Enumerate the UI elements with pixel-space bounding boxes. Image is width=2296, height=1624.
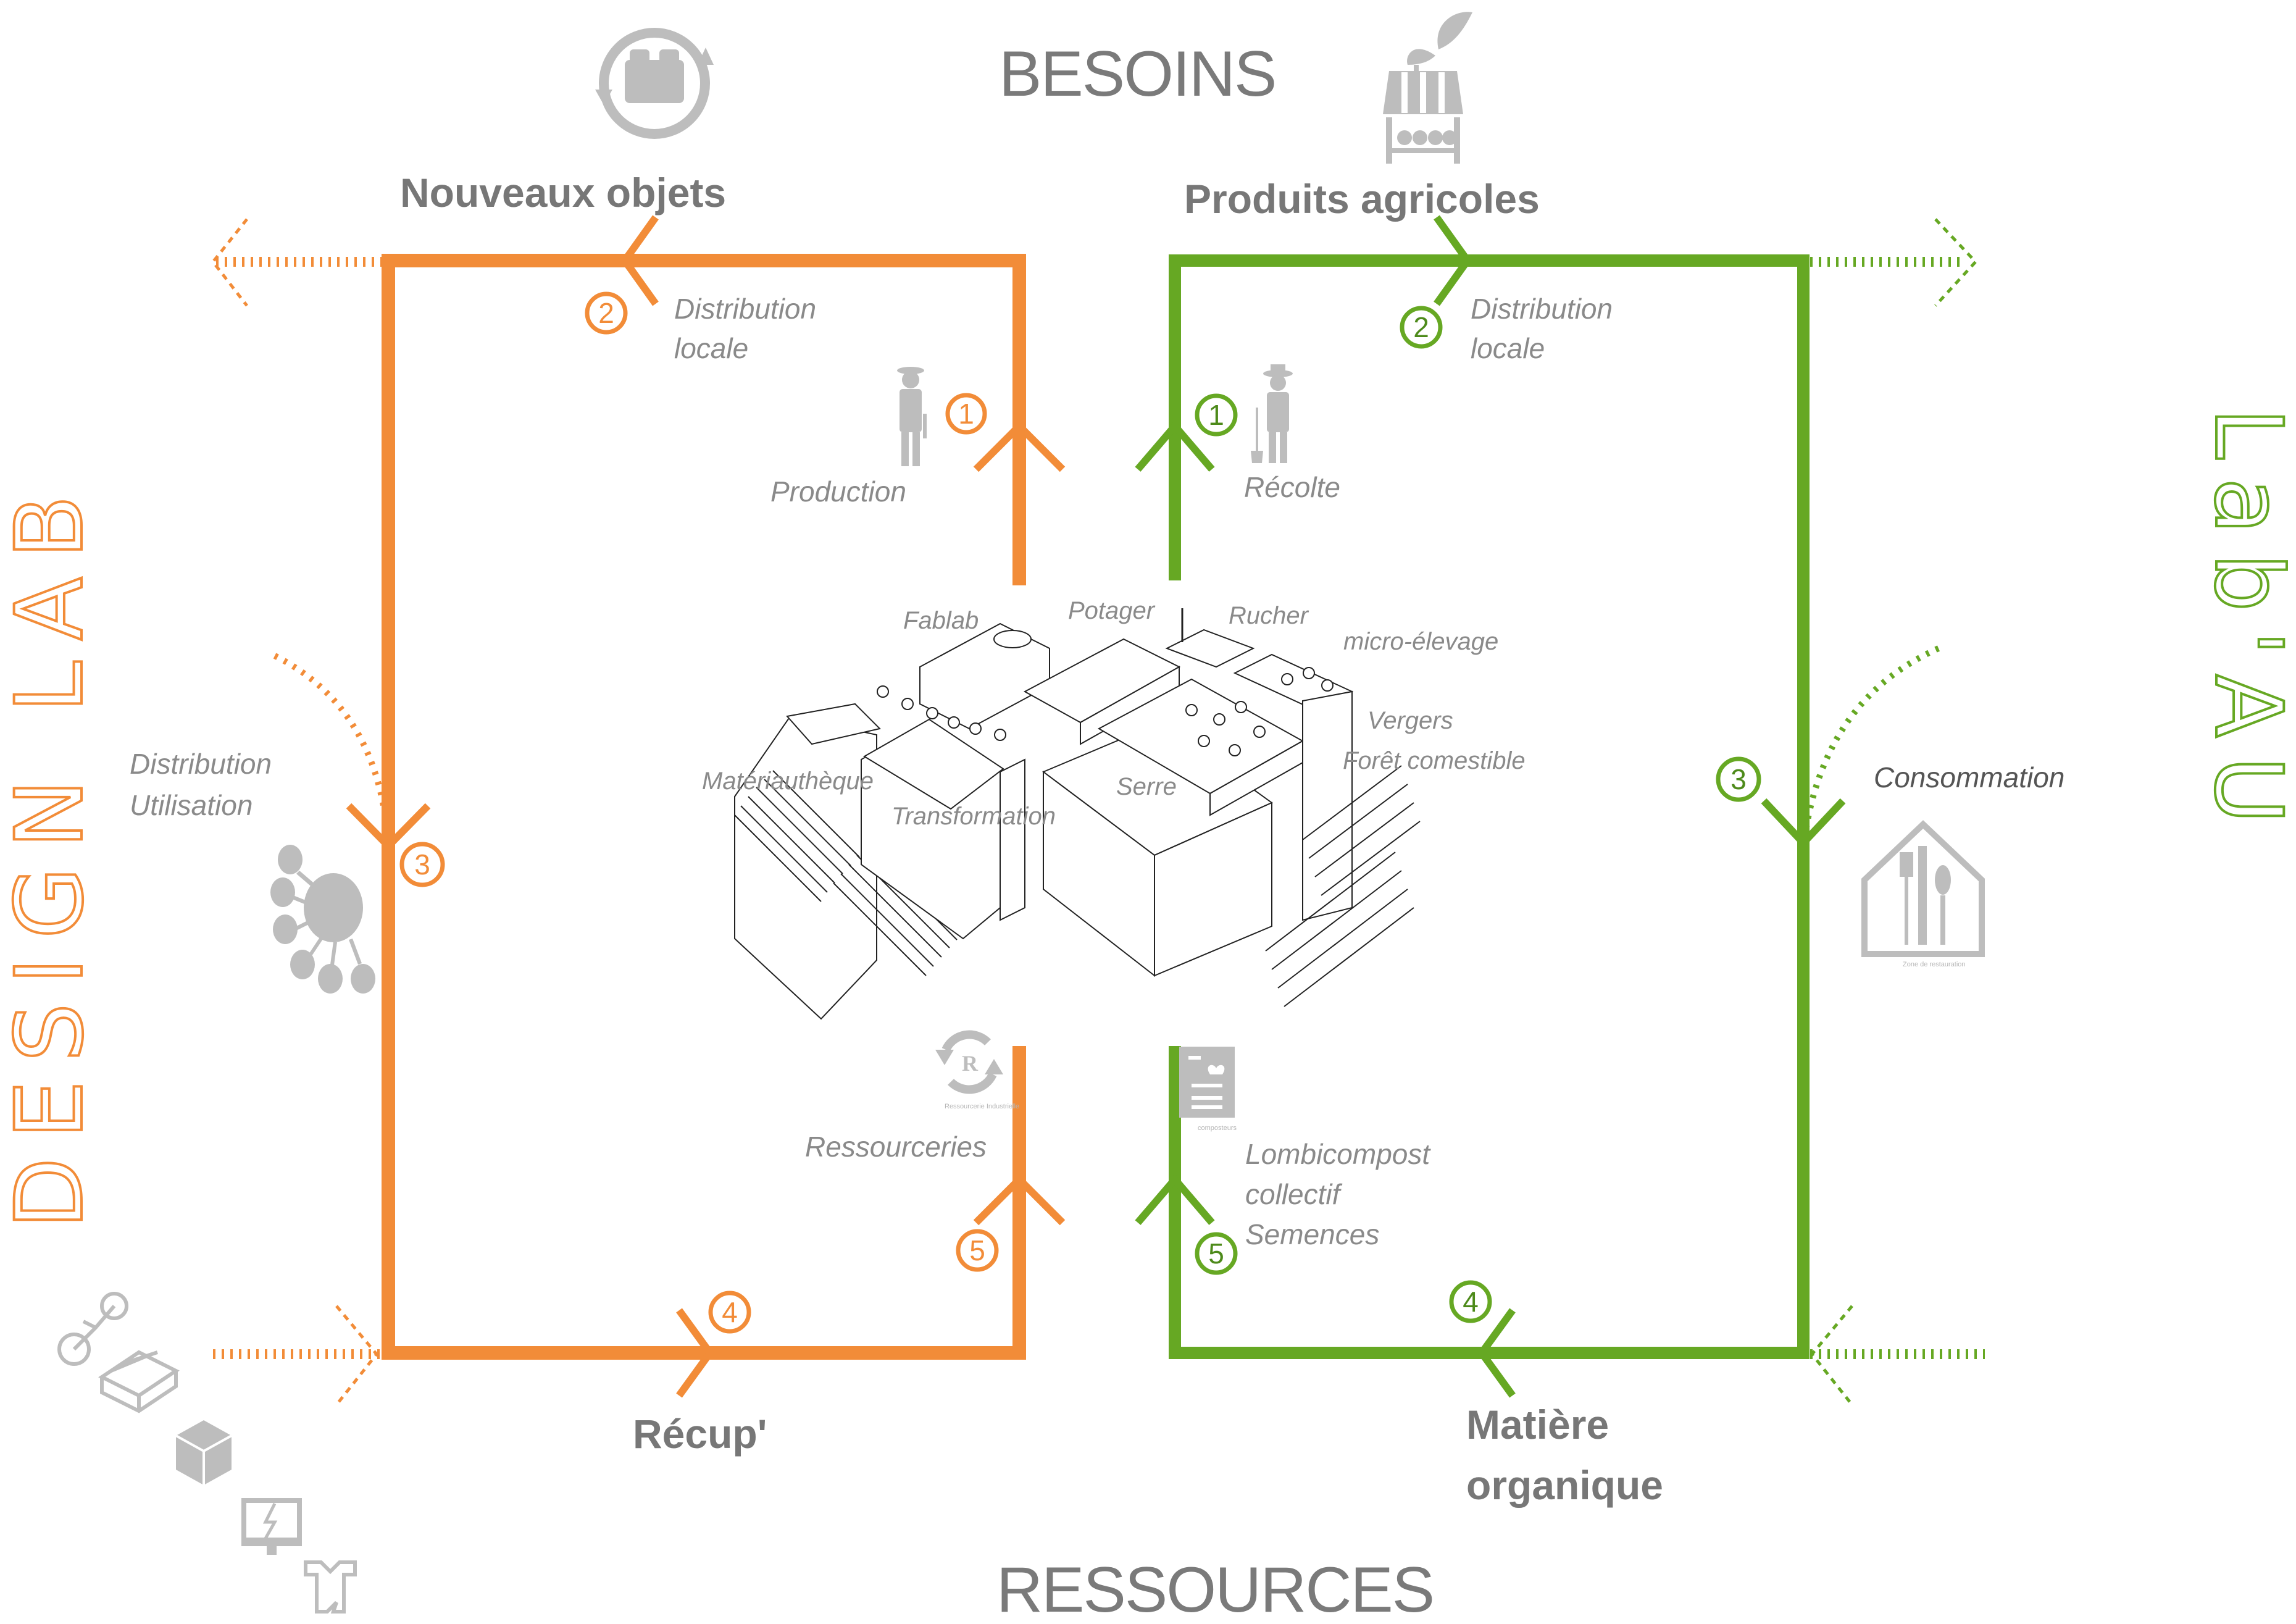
green-step-1-circle <box>1195 393 1238 437</box>
green-step-2-label-2: locale <box>1471 332 1545 364</box>
orange-step-1-circle <box>945 393 987 435</box>
building-label-fablab: Fablab <box>903 607 979 634</box>
green-top-label: Produits agricoles <box>1184 176 1540 222</box>
green-step-5-label-1: Lombicompost <box>1245 1138 1431 1170</box>
green-bottom-label-1: Matière <box>1466 1402 1609 1447</box>
green-step-3-circle <box>1716 756 1761 802</box>
green-step-1-label: Récolte <box>1244 471 1340 503</box>
building-label-transformation: Transformation <box>891 803 1056 830</box>
green-step-3-label: Consommation <box>1874 761 2064 793</box>
orange-arrow-top <box>620 215 659 306</box>
green-loop <box>1135 215 1985 1406</box>
green-step-5-label-2: collectif <box>1245 1178 1343 1210</box>
svg-text:R: R <box>962 1051 979 1076</box>
green-step-3-number: 3 <box>1730 763 1747 795</box>
building-label-vergers: Vergers <box>1367 707 1453 734</box>
boxes-icon <box>175 1420 232 1485</box>
green-arrow-bottom <box>1477 1308 1516 1398</box>
green-bottom-label-2: organique <box>1466 1462 1663 1508</box>
green-step-4-number: 4 <box>1463 1286 1479 1318</box>
orange-arrow-right-lower <box>973 1174 1066 1226</box>
orange-step-1-label: Production <box>770 475 906 508</box>
market-stall-icon <box>1383 12 1472 164</box>
orange-step-3-label-2: Utilisation <box>130 789 253 821</box>
building-label-serre: Serre <box>1116 773 1177 800</box>
orange-step-4-number: 4 <box>722 1296 738 1328</box>
orange-arrow-left <box>346 803 431 852</box>
green-arrow-left-upper <box>1135 420 1215 472</box>
bicycle-icon <box>57 1292 128 1366</box>
orange-step-5-label: Ressourceries <box>805 1131 987 1163</box>
green-arrow-left-lower <box>1135 1173 1215 1225</box>
labau-title: Lab'AU <box>2194 408 2296 842</box>
farmer-icon <box>1251 364 1293 463</box>
worker-icon <box>897 367 927 466</box>
green-step-5-number: 5 <box>1208 1237 1224 1270</box>
orange-step-2-label-2: locale <box>674 332 748 364</box>
orange-step-2-number: 2 <box>598 297 614 329</box>
orange-bottom-label: Récup' <box>633 1411 767 1457</box>
recycled-furniture-icon <box>595 28 714 139</box>
green-step-5-label-3: Semences <box>1245 1218 1379 1250</box>
green-step-2-number: 2 <box>1413 311 1429 343</box>
ressourcerie-icon: R <box>935 1030 1003 1094</box>
orange-step-3-number: 3 <box>414 848 430 881</box>
orange-dotted-arrowhead-bottom <box>335 1305 379 1406</box>
building-label-potager: Potager <box>1068 597 1156 624</box>
orange-step-5-circle <box>956 1229 999 1272</box>
green-step-1-number: 1 <box>1208 399 1224 431</box>
green-dotted-arc-right <box>1803 645 1940 831</box>
green-step-5-circle <box>1195 1232 1238 1275</box>
ressourcerie-caption: Ressourcerie Industrielle <box>945 1103 1019 1110</box>
composter-icon <box>1179 1047 1235 1118</box>
building-label-foret-comestible: Forêt comestible <box>1343 747 1526 774</box>
orange-loop-frame <box>382 254 1026 1360</box>
orange-dotted-arc-left <box>273 653 389 822</box>
orange-step-3-circle <box>399 842 445 887</box>
orange-step-4-circle <box>708 1291 751 1334</box>
orange-arrow-right-upper <box>973 421 1066 472</box>
composter-caption: composteurs <box>1198 1124 1237 1132</box>
orange-step-2-circle <box>585 291 628 335</box>
building-illustration <box>734 608 1421 1020</box>
restaurant-icon <box>1861 820 1985 957</box>
orange-step-5-number: 5 <box>969 1234 985 1266</box>
heading-ressources: RESSOURCES <box>996 1554 1434 1624</box>
restaurant-caption: Zone de restauration <box>1903 961 1966 968</box>
green-arrow-top <box>1434 215 1472 306</box>
orange-step-2-label-1: Distribution <box>674 293 816 325</box>
orange-top-label: Nouveaux objets <box>400 170 726 216</box>
green-dotted-arrowhead-bottom <box>1810 1305 1853 1406</box>
green-arrow-right <box>1761 798 1846 848</box>
green-step-2-label-1: Distribution <box>1471 293 1613 325</box>
heading-besoins: BESOINS <box>999 38 1275 110</box>
building-label-materiautheque: Matériauthèque <box>702 768 874 795</box>
pallet-icon <box>98 1350 180 1413</box>
broken-screen-icon <box>241 1498 302 1555</box>
green-step-4-circle <box>1449 1280 1492 1323</box>
orange-arrow-bottom <box>676 1308 715 1398</box>
building-label-rucher: Rucher <box>1229 602 1309 629</box>
torn-shirt-icon <box>304 1560 357 1614</box>
orange-step-1-number: 1 <box>958 398 974 430</box>
orange-loop <box>211 215 1066 1406</box>
green-dotted-arrowhead-top <box>1934 218 1978 307</box>
building-label-micro-elevage: micro-élevage <box>1343 628 1498 655</box>
network-icon <box>270 845 375 994</box>
green-loop-frame <box>1169 254 1810 1359</box>
orange-step-3-label-1: Distribution <box>130 748 272 780</box>
design-lab-title: DESIGN LAB <box>0 477 104 1229</box>
green-step-2-circle <box>1400 306 1443 349</box>
